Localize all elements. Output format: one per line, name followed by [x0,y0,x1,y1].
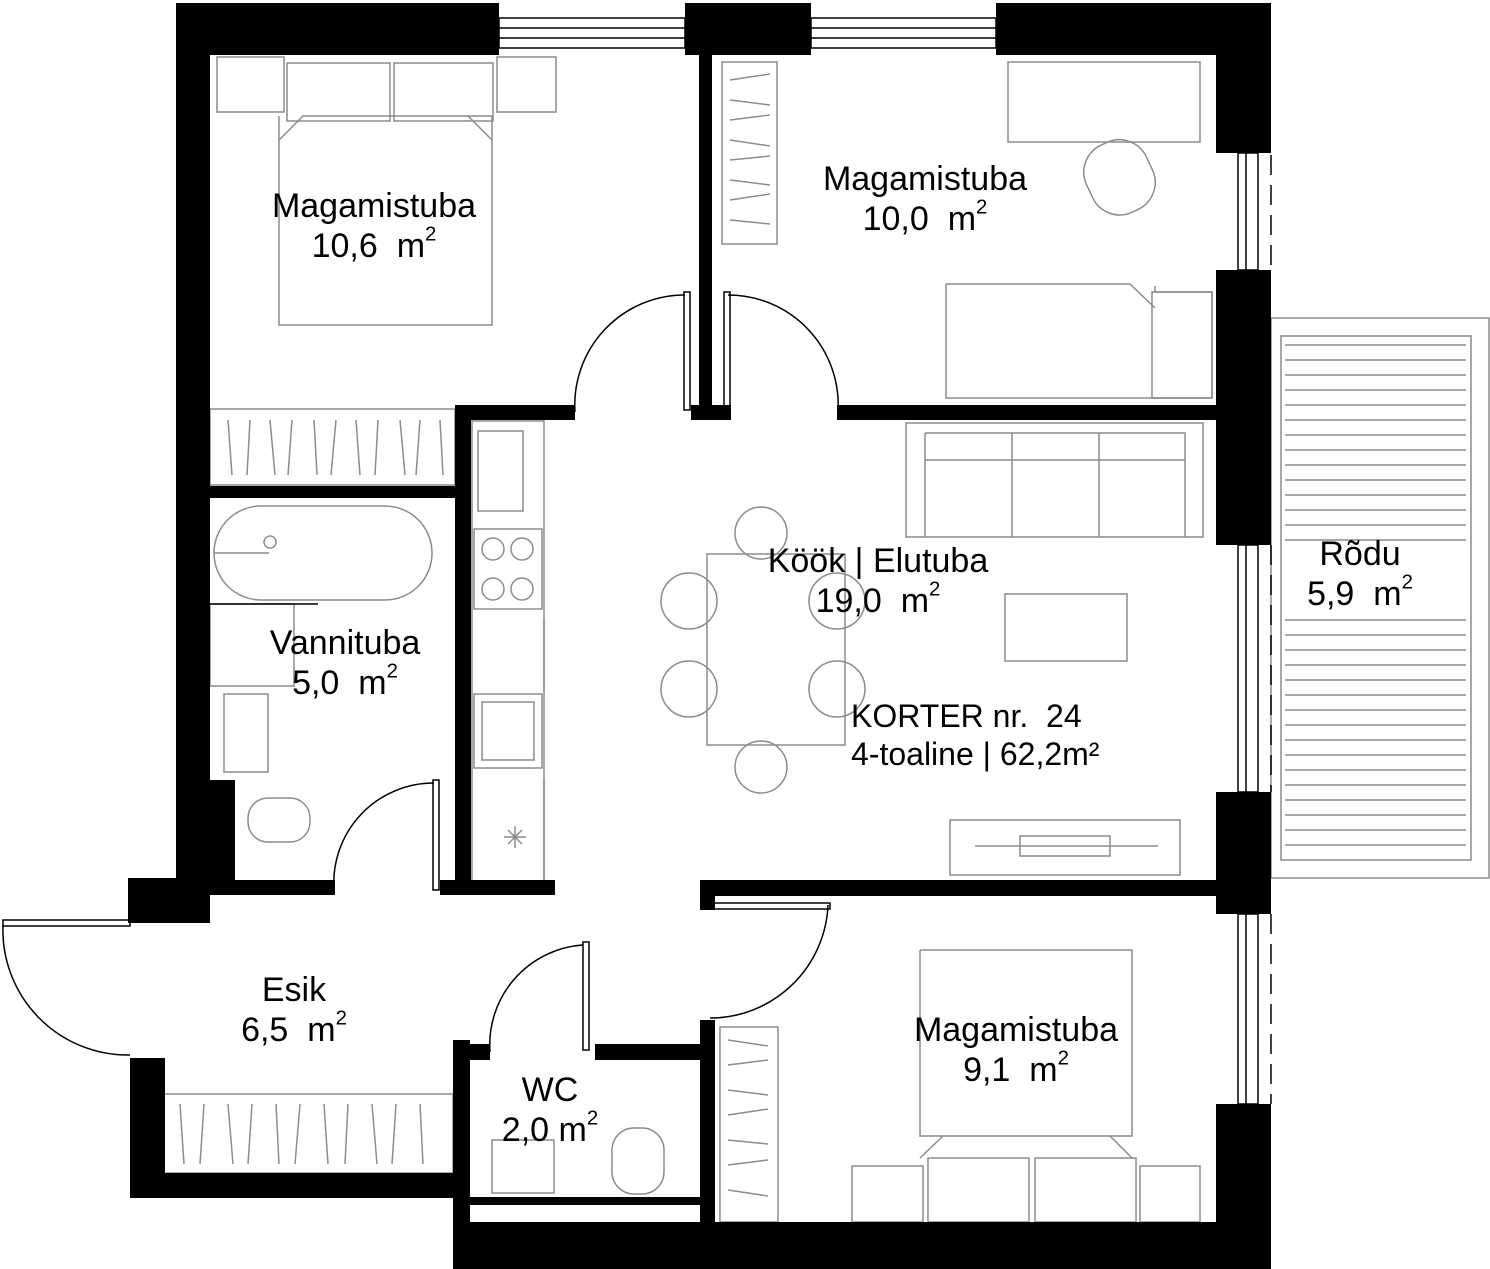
room-label-bedroom-3: Magamistuba 9,1 m2 [876,1010,1156,1090]
room-label-bedroom-1: Magamistuba 10,6 m2 [234,186,514,266]
room-name: Magamistuba [913,1011,1119,1049]
apartment-size: 4-toaline | 62,2m² [851,736,1100,773]
room-name: Esik [261,971,327,1009]
room-name: Köök | Elutuba [767,542,989,580]
apartment-title: KORTER nr. 24 [851,698,1082,734]
room-label-bathroom: Vannituba 5,0 m2 [245,623,445,703]
room-area: 5,0 m2 [292,660,398,703]
room-label-wc: WC 2,0 m2 [475,1070,625,1150]
walls [128,3,1271,1269]
room-name: WC [521,1071,579,1109]
room-area: 10,0 m2 [862,196,988,239]
room-area: 19,0 m2 [815,578,941,621]
room-label-kitchen-living: Köök | Elutuba 19,0 m2 [718,541,1038,621]
room-name: Magamistuba [271,187,477,225]
room-area: 10,6 m2 [311,223,437,266]
room-name: Vannituba [269,624,421,662]
room-area: 5,9 m2 [1307,571,1413,614]
apartment-summary: KORTER nr. 24 4-toaline | 62,2m² [851,697,1099,774]
doors [2,291,839,1056]
room-label-entrance: Esik 6,5 m2 [214,970,374,1050]
room-name: Rõdu [1319,535,1401,573]
windows [498,17,1272,1105]
room-area: 9,1 m2 [963,1047,1069,1090]
room-area: 6,5 m2 [241,1007,347,1050]
room-area: 2,0 m2 [501,1107,599,1150]
room-label-balcony: Rõdu 5,9 m2 [1280,534,1440,614]
room-name: Magamistuba [822,160,1028,198]
room-label-bedroom-2: Magamistuba 10,0 m2 [785,159,1065,239]
